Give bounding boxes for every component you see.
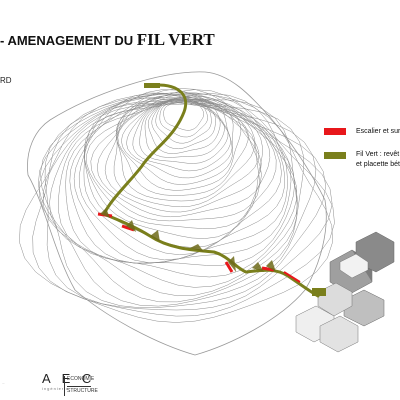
title-main: FIL VERT bbox=[136, 30, 215, 49]
contour-line bbox=[84, 95, 271, 239]
legend-swatch-fil-vert bbox=[324, 152, 346, 159]
title-prefix: - AMENAGEMENT DU bbox=[0, 33, 134, 48]
contour-line bbox=[159, 100, 208, 138]
contour-line bbox=[83, 98, 277, 248]
stair-segment bbox=[261, 266, 275, 272]
buildings bbox=[295, 231, 395, 353]
contour-line bbox=[117, 100, 242, 191]
contour-line bbox=[37, 97, 317, 307]
logo-separator bbox=[67, 386, 91, 387]
fil-vert-bottom-placette bbox=[312, 288, 326, 296]
contour-line bbox=[78, 97, 285, 261]
stair-segment bbox=[283, 271, 301, 283]
contour-line bbox=[155, 101, 212, 144]
contour-line bbox=[38, 101, 304, 303]
contour-line bbox=[65, 88, 295, 266]
page-subtitle: RD bbox=[0, 76, 12, 85]
contour-line bbox=[144, 97, 225, 158]
terrain-base bbox=[27, 71, 327, 356]
legend-label-stairs: Escalier et sur bbox=[356, 128, 400, 135]
contour-line bbox=[163, 99, 204, 131]
company-logo-subtext: ingénierie bbox=[42, 386, 70, 391]
contour-line bbox=[49, 93, 298, 288]
contour-line bbox=[86, 94, 263, 229]
contour-line bbox=[115, 99, 249, 196]
contour-line bbox=[126, 99, 233, 179]
contour-line bbox=[32, 92, 335, 317]
path-embankments bbox=[100, 208, 276, 272]
contour-line bbox=[132, 97, 231, 172]
footer-small-text: ... bbox=[2, 381, 5, 385]
logo-divider bbox=[64, 376, 65, 396]
contour-line bbox=[121, 100, 234, 185]
contour-line bbox=[40, 94, 327, 308]
logo-line-structure: STRUCTURE bbox=[67, 388, 98, 394]
legend-swatch-stairs bbox=[324, 128, 346, 135]
legend-label-fil-vert-line1: Fil Vert : revêt bbox=[356, 151, 400, 158]
contour-line bbox=[139, 96, 229, 164]
company-logo-text: A E C bbox=[42, 371, 96, 386]
contour-line bbox=[90, 94, 260, 222]
page-title: - AMENAGEMENT DU FIL VERT bbox=[0, 30, 215, 50]
contour-line bbox=[42, 99, 298, 297]
contour-line bbox=[113, 98, 260, 208]
legend-label-fil-vert-line2: et placette bét bbox=[356, 161, 400, 168]
contour-line bbox=[147, 98, 221, 154]
contour-lines bbox=[19, 88, 335, 323]
stair-segment bbox=[224, 261, 234, 273]
fil-vert-top-placette bbox=[144, 83, 160, 88]
logo-line-economie: ECONOMIE bbox=[67, 376, 95, 382]
